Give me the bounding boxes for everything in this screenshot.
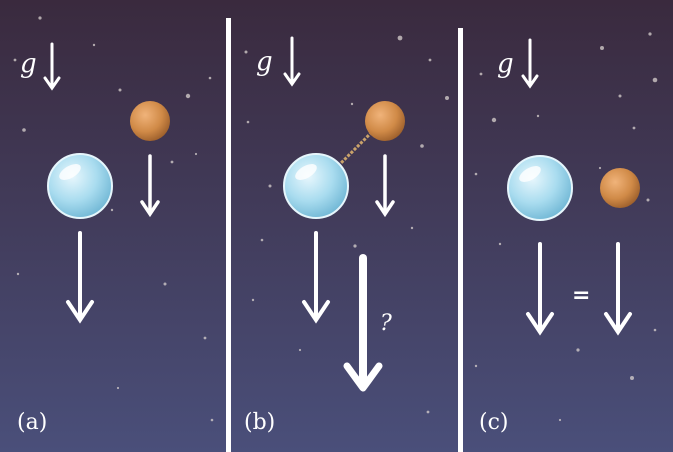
panel-b-gravity-symbol: g — [256, 47, 273, 77]
panel-c-label: (c) — [479, 410, 509, 435]
panel-a-bubble-icon — [47, 153, 113, 219]
panel-b-bubble-arrow — [302, 231, 330, 324]
panel-a-ball-icon — [130, 101, 170, 141]
panel-c: g = (c) — [479, 38, 640, 435]
panel-c-equals-sign: = — [572, 283, 590, 308]
panel-b-bubble-icon — [283, 153, 349, 219]
panel-b-gravity-arrow — [283, 36, 301, 87]
panel-c-bubble-icon — [507, 155, 573, 221]
panel-a: g (a) — [17, 42, 170, 435]
dust-particles — [13, 16, 658, 422]
panel-b-label: (b) — [244, 410, 275, 435]
panel-c-gravity-symbol: g — [497, 49, 514, 79]
panel-c-bubble-arrow — [526, 242, 554, 336]
panel-b: g ? (b) — [244, 36, 405, 435]
panel-c-gravity-arrow — [521, 38, 539, 89]
panel-a-ball-arrow — [140, 154, 160, 218]
panel-b-ball-arrow — [375, 154, 395, 218]
panel-b-ball-icon — [365, 101, 405, 141]
panel-c-ball-icon — [600, 168, 640, 208]
panel-b-combined-arrow — [343, 254, 383, 392]
panel-c-ball-arrow — [604, 242, 632, 336]
panel-b-question-mark: ? — [380, 311, 392, 336]
divider-left — [226, 18, 231, 452]
panel-a-bubble-arrow — [66, 231, 94, 324]
panel-a-gravity-symbol: g — [20, 49, 37, 79]
panel-a-gravity-arrow — [43, 42, 61, 91]
divider-right — [458, 28, 463, 452]
panel-a-label: (a) — [17, 410, 47, 435]
